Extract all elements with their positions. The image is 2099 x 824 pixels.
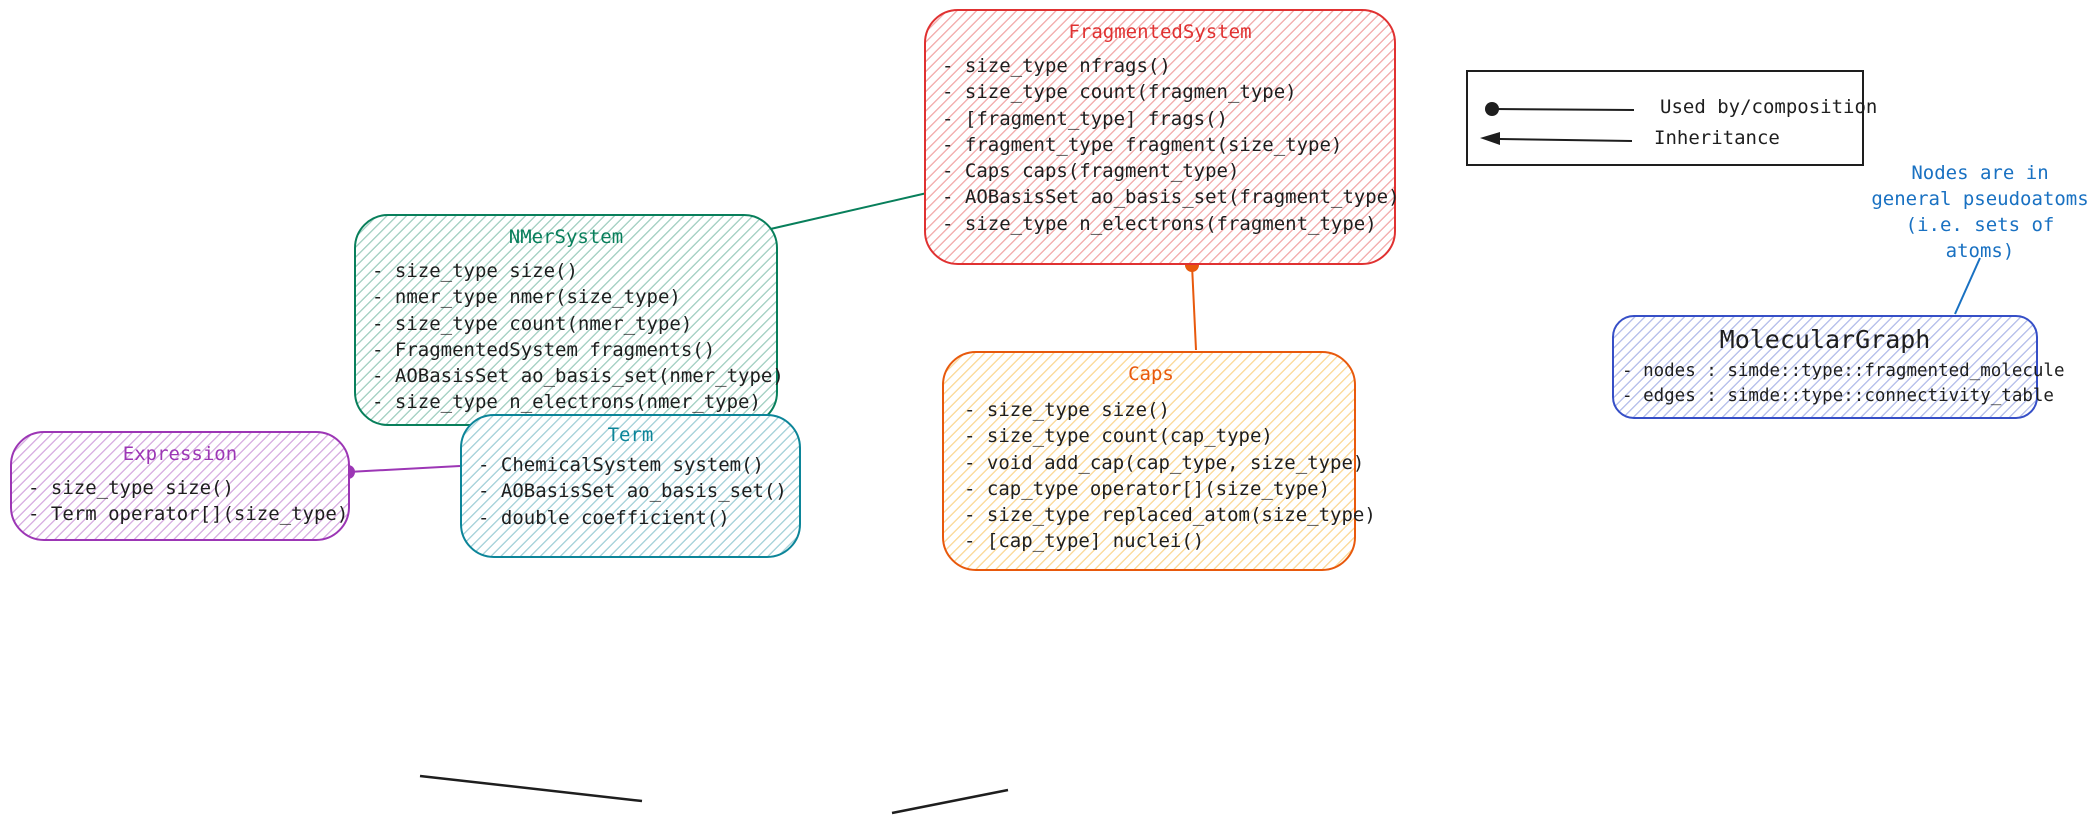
- legend-composition-dot-icon: [1485, 102, 1499, 116]
- member: - AOBasisSet ao_basis_set(nmer_type): [372, 365, 784, 388]
- member: - nmer_type nmer(size_type): [372, 286, 681, 309]
- legend-inheritance-label: Inheritance: [1654, 127, 1780, 149]
- member: - size_type replaced_atom(size_type): [964, 504, 1376, 527]
- member: - [cap_type] nuclei(): [964, 530, 1205, 553]
- member: - fragment_type fragment(size_type): [942, 133, 1343, 156]
- legend-inheritance-line: [1499, 138, 1633, 142]
- member: - cap_type operator[](size_type): [964, 477, 1331, 500]
- expression-box[interactable]: Expression - size_type size() - Term ope…: [10, 431, 350, 541]
- member: - ChemicalSystem system(): [478, 454, 764, 476]
- member: - size_type count(fragmen_type): [942, 81, 1297, 104]
- legend-box: Used by/composition Inheritance: [1466, 70, 1877, 166]
- stray-stroke-right: [891, 788, 1009, 815]
- nmer-system-box[interactable]: NMerSystem - size_type size() - nmer_typ…: [354, 214, 784, 426]
- legend-composition-line: [1493, 108, 1635, 111]
- member: - size_type n_electrons(fragment_type): [942, 212, 1377, 235]
- member: - size_type size(): [964, 399, 1170, 421]
- fragmented-system-title: FragmentedSystem: [1068, 21, 1252, 43]
- member: - size_type nfrags(): [942, 55, 1171, 77]
- member: - double coefficient(): [478, 506, 730, 529]
- member: - Caps caps(fragment_type): [942, 160, 1240, 183]
- member: - AOBasisSet ao_basis_set(): [478, 480, 787, 503]
- connector-fragmented-to-caps: [1191, 264, 1197, 351]
- member: - edges : simde::type::connectivity_tabl…: [1622, 386, 2054, 406]
- member: - FragmentedSystem fragments(): [372, 338, 716, 361]
- term-box[interactable]: Term - ChemicalSystem system() - AOBasis…: [460, 414, 801, 558]
- member: - size_type size(): [28, 477, 234, 499]
- legend-symbols: [1480, 102, 1635, 145]
- member: - size_type size(): [372, 260, 578, 282]
- member: - size_type count(nmer_type): [372, 312, 693, 335]
- member: - size_type count(cap_type): [964, 425, 1273, 448]
- member: - [fragment_type] frags(): [942, 107, 1228, 130]
- connector-expression-to-term: [347, 465, 461, 473]
- legend-composition-label: Used by/composition: [1660, 96, 1878, 118]
- note-pointer-line: [1954, 257, 1981, 315]
- fragmented-system-box[interactable]: FragmentedSystem - size_type nfrags() - …: [924, 9, 1400, 265]
- term-title: Term: [607, 424, 654, 446]
- caps-title: Caps: [1128, 363, 1174, 385]
- caps-box[interactable]: Caps - size_type size() - size_type coun…: [942, 351, 1376, 571]
- nmer-system-title: NMerSystem: [508, 226, 624, 248]
- member: - Term operator[](size_type): [28, 503, 349, 526]
- member: - size_type n_electrons(nmer_type): [372, 391, 761, 414]
- member: - nodes : simde::type::fragmented_molecu…: [1622, 361, 2065, 381]
- expression-title: Expression: [122, 443, 238, 465]
- member: - AOBasisSet ao_basis_set(fragment_type): [942, 186, 1400, 209]
- molecular-graph-title: MolecularGraph: [1719, 325, 1931, 354]
- pseudoatom-note: Nodes are in general pseudoatoms (i.e. s…: [1871, 162, 2089, 262]
- stray-stroke-left: [419, 774, 643, 803]
- molecular-graph-box[interactable]: MolecularGraph - nodes : simde::type::fr…: [1612, 315, 2065, 419]
- member: - void add_cap(cap_type, size_type): [964, 451, 1365, 474]
- legend-inheritance-arrow-icon: [1480, 132, 1500, 145]
